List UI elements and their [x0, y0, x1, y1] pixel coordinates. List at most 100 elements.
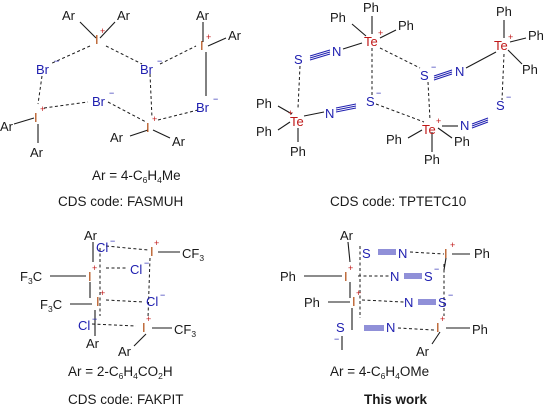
phenyl-label: Ph: [424, 152, 440, 167]
minus-charge: −: [431, 62, 436, 72]
nitrogen-atom: N: [398, 246, 407, 261]
minus-charge: −: [506, 92, 511, 102]
phenyl-label: Ph: [528, 28, 544, 43]
plus-charge: +: [288, 108, 293, 118]
plus-charge: +: [356, 288, 361, 298]
minus-charge: −: [144, 258, 149, 268]
nitrogen-atom: N: [460, 118, 469, 133]
plus-charge: +: [348, 263, 353, 273]
nitrogen-atom: N: [325, 106, 334, 121]
iodine-atom: I: [344, 269, 348, 284]
phenyl-label: Ph: [256, 96, 272, 111]
iodine-atom: I: [352, 294, 356, 309]
ar-label: Ar: [416, 344, 430, 359]
sulfur-atom: S: [438, 295, 447, 310]
ar-label: Ar: [340, 228, 354, 243]
tellurium-atom: Te: [290, 114, 304, 129]
sulfur-atom: S: [496, 98, 505, 113]
ar-label: Ar: [172, 134, 186, 149]
nitrogen-atom: N: [390, 269, 399, 284]
minus-charge: −: [448, 290, 453, 300]
this-work-caption: This work: [364, 392, 428, 407]
phenyl-label: Ph: [522, 62, 538, 77]
aryl-definition: Ar = 2-C6H4CO2H: [68, 364, 173, 381]
minus-charge: −: [160, 290, 165, 300]
cds-code-caption: CDS code: TPTETC10: [330, 194, 466, 209]
minus-charge: −: [434, 264, 439, 274]
minus-charge: −: [157, 56, 162, 66]
cds-code-caption: CDS code: FAKPIT: [68, 392, 184, 407]
bromide-atom: Br: [92, 94, 106, 109]
iodine-atom: I: [146, 120, 150, 135]
aryl-definition: Ar = 4-C6H4Me: [92, 168, 181, 185]
chloride-atom: Cl: [78, 318, 90, 333]
iodine-atom: I: [150, 244, 154, 259]
plus-charge: +: [40, 104, 45, 114]
minus-charge: −: [213, 94, 218, 104]
plus-charge: +: [440, 314, 445, 324]
iodine-atom: I: [34, 110, 38, 125]
sulfur-atom: S: [424, 269, 433, 284]
ar-label: Ar: [86, 336, 100, 351]
plus-charge: +: [450, 240, 455, 250]
trifluoromethyl-label: F3C: [20, 269, 42, 286]
minus-charge: −: [110, 236, 115, 246]
ar-label: Ar: [30, 145, 44, 160]
iodine-atom: I: [96, 294, 100, 309]
panel-fasmuh: Ar Ar I + Ar Ar I + Br − Br − Br − Br − …: [0, 8, 242, 209]
phenyl-label: Ph: [304, 295, 320, 310]
plus-charge: +: [436, 116, 441, 126]
tellurium-atom: Te: [364, 34, 378, 49]
plus-charge: +: [146, 314, 151, 324]
phenyl-label: Ph: [472, 322, 488, 337]
ar-label: Ar: [84, 228, 98, 243]
phenyl-label: Ph: [474, 246, 490, 261]
plus-charge: +: [100, 288, 105, 298]
ar-label: Ar: [196, 8, 210, 23]
minus-charge: −: [376, 88, 381, 98]
sulfur-atom: S: [420, 68, 429, 83]
panel-this-work: Ar S N I + Ph Ph I + N S − Ph I + N S − …: [280, 228, 490, 407]
iodine-atom: I: [88, 269, 92, 284]
trifluoromethyl-label: F3C: [40, 297, 62, 314]
tellurium-atom: Te: [494, 38, 508, 53]
sulfur-atom: S: [362, 246, 371, 261]
bromide-atom: Br: [140, 62, 154, 77]
phenyl-label: Ph: [398, 18, 414, 33]
sulfur-atom: S: [366, 94, 375, 109]
ar-label: Ar: [117, 8, 131, 23]
cds-code-caption: CDS code: FASMUH: [58, 194, 183, 209]
sulfur-atom: S: [336, 320, 345, 335]
plus-charge: +: [378, 28, 383, 38]
phenyl-label: Ph: [256, 124, 272, 139]
trifluoromethyl-label: CF3: [182, 246, 204, 263]
tellurium-atom: Te: [422, 122, 436, 137]
iodine-atom: I: [142, 320, 146, 335]
ar-label: Ar: [228, 28, 242, 43]
ar-label: Ar: [118, 344, 132, 359]
ar-label: Ar: [0, 119, 14, 134]
plus-charge: +: [206, 32, 211, 42]
nitrogen-atom: N: [455, 64, 464, 79]
bromide-atom: Br: [196, 100, 210, 115]
phenyl-label: Ph: [290, 144, 306, 159]
sulfur-atom: S: [294, 52, 303, 67]
minus-charge: −: [109, 88, 114, 98]
ar-label: Ar: [62, 8, 76, 23]
iodine-atom: I: [436, 320, 440, 335]
iodine-atom: I: [95, 32, 99, 47]
phenyl-label: Ph: [454, 134, 470, 149]
minus-charge: −: [334, 334, 339, 344]
nitrogen-atom: N: [332, 44, 341, 59]
phenyl-label: Ph: [330, 10, 346, 25]
phenyl-label: Ph: [363, 0, 379, 15]
minus-charge: −: [54, 56, 59, 66]
plus-charge: +: [152, 114, 157, 124]
iodine-atom: I: [444, 246, 448, 261]
panel-tptetc10: Ph Ph Ph Te + Ph Ph Ph Te + S N S − N Ph…: [256, 0, 544, 209]
bromide-atom: Br: [36, 62, 50, 77]
chloride-atom: Cl: [96, 240, 108, 255]
aryl-definition: Ar = 4-C6H4OMe: [330, 364, 429, 381]
phenyl-label: Ph: [280, 269, 296, 284]
